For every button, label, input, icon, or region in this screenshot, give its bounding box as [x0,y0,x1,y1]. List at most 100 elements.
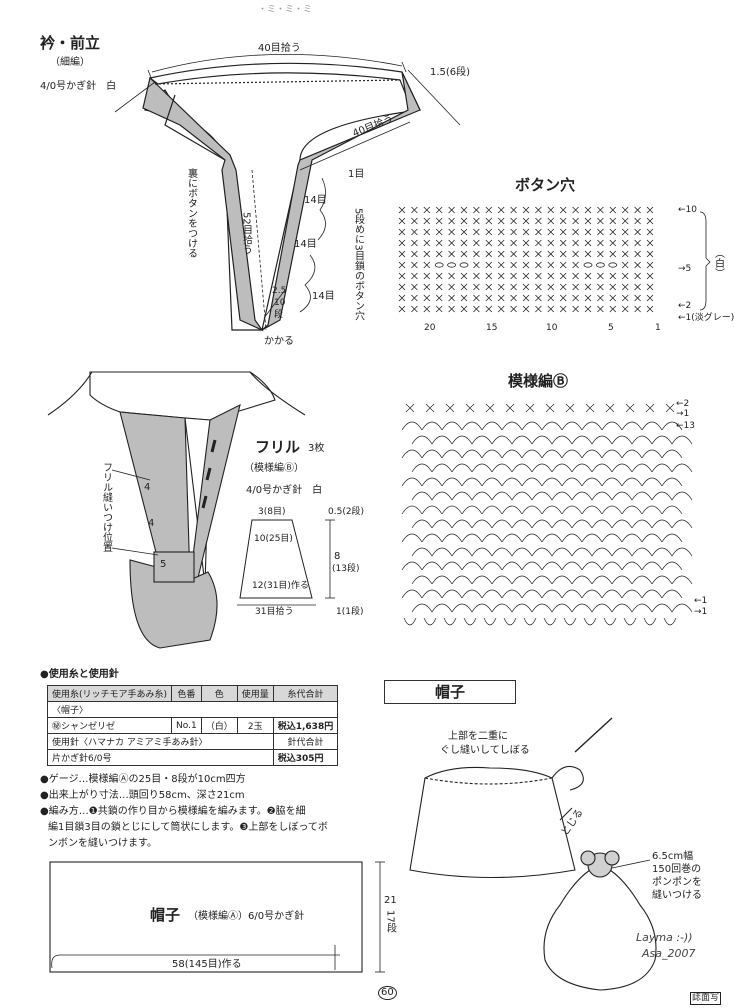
stitch-mark [646,261,654,269]
stitch-mark [646,206,654,214]
ruffle-diagram [237,519,335,606]
ruffle-r05: 0.5(2段) [328,507,365,517]
fan-stitch-arc [511,491,533,501]
picot-mark [523,617,537,626]
fan-stitch-arc [581,477,603,487]
fan-stitch-arc [501,449,523,459]
stitch-mark [621,239,629,247]
table-header-row: 使用糸(リッチモア手あみ糸) 色番 色 使用量 糸代合計 [46,685,339,702]
stitch-mark [535,206,542,214]
stitch-mark [547,283,555,291]
fan-stitch-arc [501,533,523,543]
fan-stitch-arc [521,505,543,515]
stitch-mark [522,217,530,225]
stitch-mark [535,261,542,269]
stitch-mark [597,272,604,280]
fan-stitch-arc [421,561,443,571]
stitch-mark [435,206,443,214]
ruffle-place-n2: 4 [148,518,155,529]
edge-stitch-mark [545,403,555,413]
fan-stitch-arc [641,477,663,487]
stitch-mark [510,217,517,225]
stitch-mark [572,217,579,225]
needle-total: 針代合計 [272,733,339,750]
note-method-1: ●編み方…❶共鎖の作り目から模様編を編みます。❷脇を細 [40,806,306,817]
fan-stitch-arc [551,435,573,445]
table-row: 使用針〈ハマナカ アミアミ手あみ針〉 針代合計 [47,733,339,750]
ruffle-mid-sts: 10(25目) [254,534,293,544]
stitch-mark [559,239,567,247]
stitch-mark [597,217,604,225]
stitch-mark [423,250,431,258]
stitch-mark [510,239,517,247]
pb-label-4: ←1 [694,596,708,606]
stitch-mark [572,294,579,302]
stitch-mark [547,305,555,313]
fan-stitch-arc [431,575,453,585]
stitch-mark [621,250,629,258]
needle-used: 使用針〈ハマナカ アミアミ手あみ針〉 [47,733,274,750]
fan-stitch-arc [411,519,433,529]
fan-stitch-arc [631,575,653,585]
fan-stitch-arc [671,519,693,529]
fan-stitch-arc [671,575,693,585]
stitch-mark [597,294,604,302]
fan-stitch-arc [601,533,623,543]
stitch-mark [485,206,493,214]
fan-stitch-arc [531,547,553,557]
picot-mark [443,617,457,626]
color-name: （白） [200,717,238,734]
stitch-mark [621,217,629,225]
stitch-mark [448,305,455,313]
fan-stitch-arc [571,547,593,557]
stitch-mark [621,261,629,269]
collar-overlap: かかる [264,336,294,347]
fan-stitch-arc [511,603,533,613]
fan-stitch-arc [661,533,683,543]
stitch-mark [460,272,468,280]
stitch-mark [473,272,480,280]
ruffle-r1: 1(1段) [336,607,364,617]
fan-stitch-arc [541,421,563,431]
fan-stitch-arc [451,519,473,529]
stitch-mark [597,239,604,247]
fan-stitch-arc [471,463,493,473]
fan-stitch-arc [411,463,433,473]
stitch-mark [460,239,468,247]
fan-stitch-arc [591,547,613,557]
stitch-mark [522,305,530,313]
picot-mark [483,617,497,626]
fan-stitch-arc [531,491,553,501]
fan-stitch-arc [471,491,493,501]
stitch-mark [510,272,517,280]
fan-stitch-arc [561,561,583,571]
stitch-mark [535,283,542,291]
stitch-mark [423,261,431,269]
edge-stitch-mark [625,403,635,413]
stitch-mark [584,272,592,280]
hat-piece-height: 21 [384,895,397,906]
stitch-mark [634,261,641,269]
fan-stitch-arc [611,603,633,613]
picot-mark [403,617,417,626]
collar-tip-st: 10 [274,298,286,308]
fan-stitch-arc [451,435,473,445]
bh-col-15: 15 [486,323,498,333]
fan-stitch-arc [581,561,603,571]
fan-stitch-arc [571,603,593,613]
stitch-mark [398,239,406,247]
stitch-mark [584,283,592,291]
fan-stitch-arc [451,575,473,585]
stitch-mark [485,239,493,247]
fan-stitch-arc [491,603,513,613]
fan-stitch-arc [511,575,533,585]
fan-stitch-arc [651,463,673,473]
page-header: ・ミ・ミ・ミ [258,5,313,15]
bh-row-1: ←1(淡グレー) [678,313,734,323]
pattern-b-title: 模様編Ⓑ [508,372,569,390]
stitch-mark [423,283,431,291]
stitch-mark [535,294,542,302]
fan-stitch-arc [431,491,453,501]
fan-stitch-arc [421,589,443,599]
fan-stitch-arc [661,505,683,515]
